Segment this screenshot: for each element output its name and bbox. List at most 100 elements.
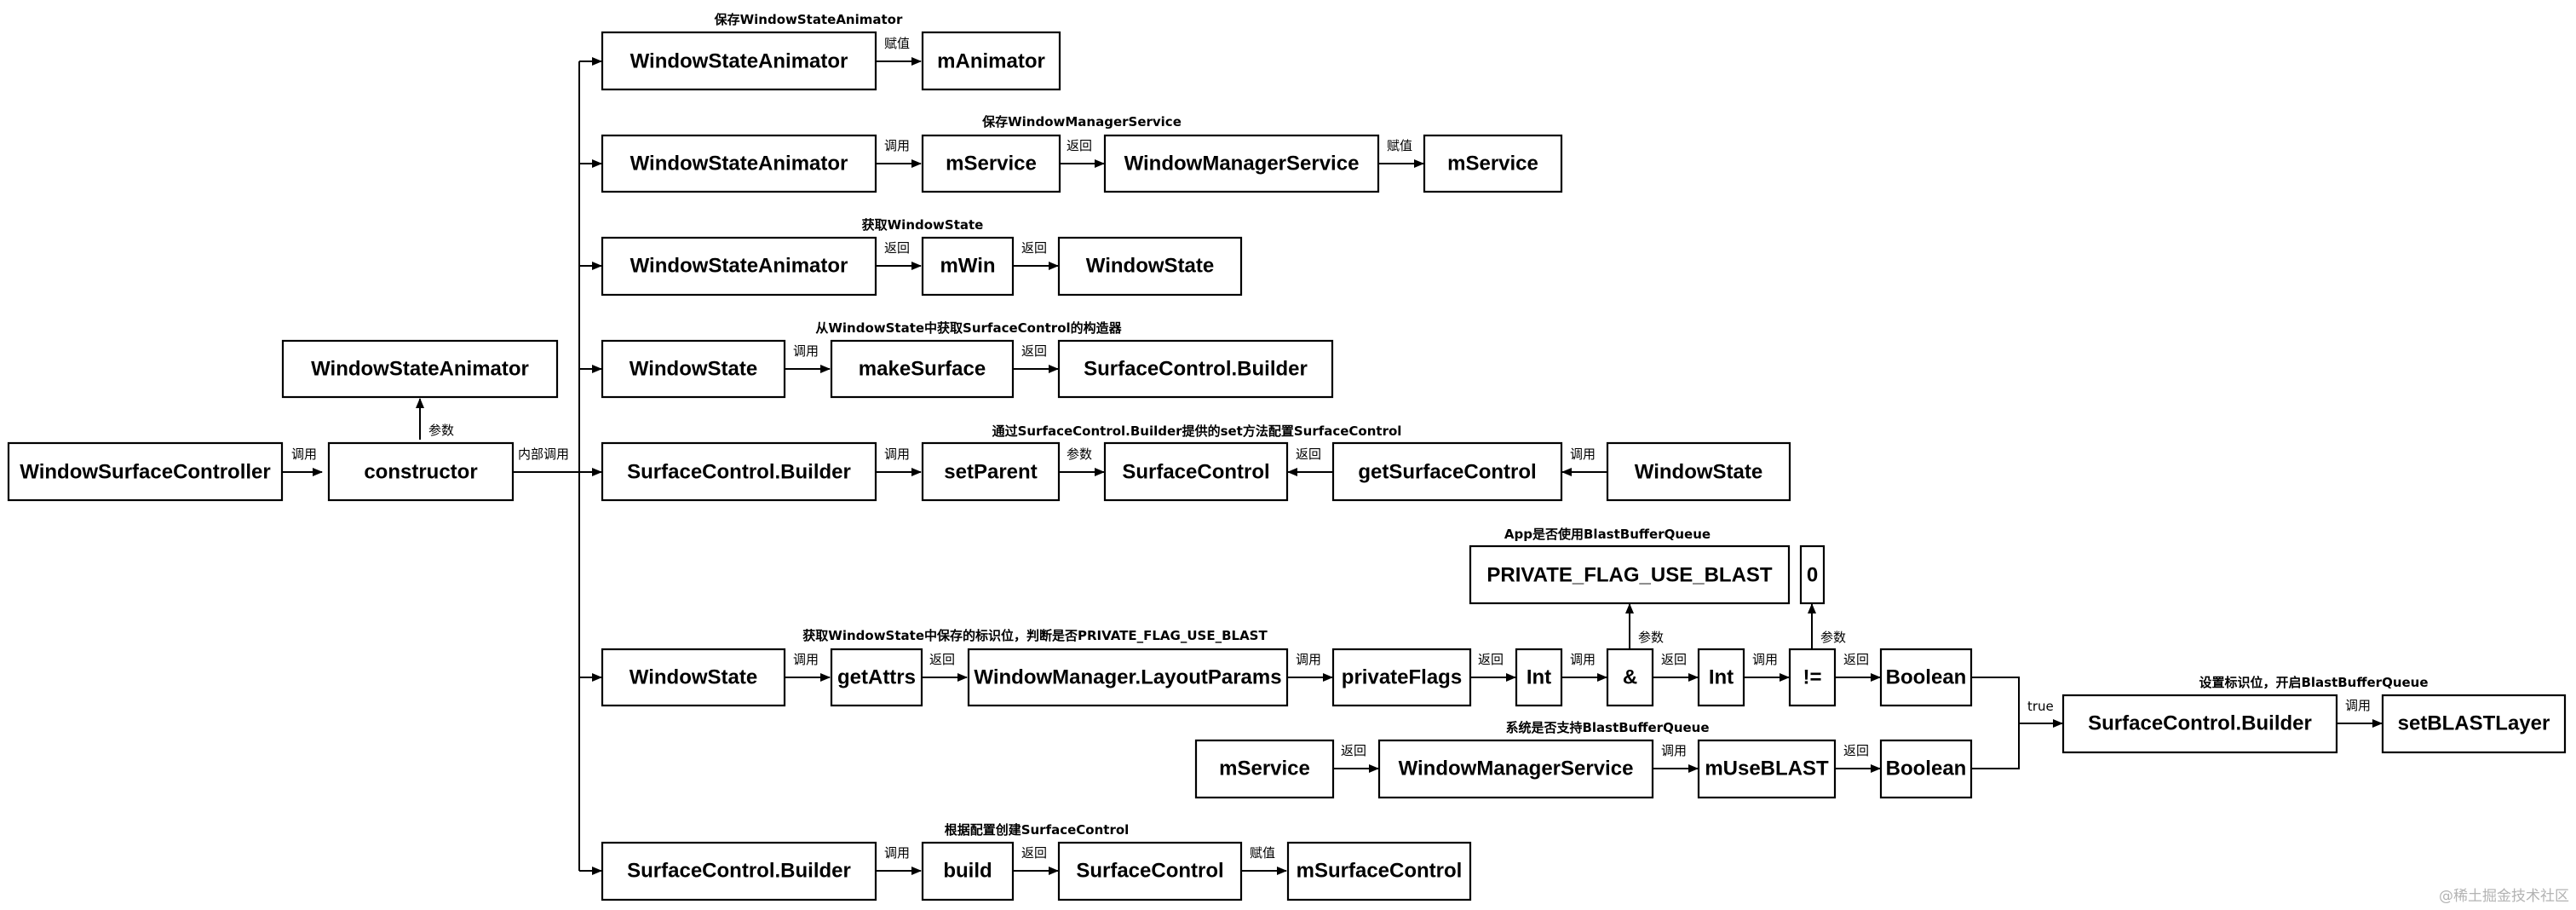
svg-text:WindowSurfaceController: WindowSurfaceController	[20, 461, 270, 484]
node-zero[interactable]: 0	[1799, 544, 1826, 605]
label-call: 调用	[793, 343, 819, 359]
svg-text:mSurfaceControl: mSurfaceControl	[1297, 860, 1463, 883]
svg-text:Boolean: Boolean	[1886, 666, 1967, 689]
caption-row-7: 系统是否支持BlastBufferQueue	[1505, 720, 1709, 735]
svg-text:PRIVATE_FLAG_USE_BLAST: PRIVATE_FLAG_USE_BLAST	[1486, 564, 1772, 587]
label-param: 参数	[1820, 630, 1846, 645]
node-r5-window-state[interactable]: WindowState	[1606, 441, 1791, 502]
node-r2-window-state-animator[interactable]: WindowStateAnimator	[601, 134, 877, 193]
label-param: 参数	[428, 423, 454, 438]
svg-text:SurfaceControl: SurfaceControl	[1122, 461, 1269, 484]
caption-blast: App是否使用BlastBufferQueue	[1504, 527, 1711, 542]
label-return: 返回	[1021, 845, 1047, 861]
svg-text:privateFlags: privateFlags	[1342, 666, 1462, 689]
svg-text:WindowState: WindowState	[630, 666, 757, 689]
edge-labels: 调用 参数 内部调用 赋值 调用 返回 赋值 返回 返回 调用 返回 调用 参数…	[291, 36, 2371, 861]
label-return: 返回	[1843, 743, 1869, 758]
node-constructor[interactable]: constructor	[327, 441, 515, 502]
label-call: 调用	[1661, 743, 1687, 758]
node-r9-surface-control-builder[interactable]: SurfaceControl.Builder	[601, 841, 877, 901]
node-r7-m-service[interactable]: mService	[1194, 739, 1335, 799]
node-r6-and-operator[interactable]: &	[1606, 648, 1654, 707]
captions: 保存WindowStateAnimator 保存WindowManagerSer…	[714, 12, 2429, 838]
node-private-flag-use-blast[interactable]: PRIVATE_FLAG_USE_BLAST	[1469, 544, 1791, 605]
node-r8-set-blast-layer[interactable]: setBLASTLayer	[2381, 694, 2567, 754]
node-r6-layout-params[interactable]: WindowManager.LayoutParams	[967, 648, 1289, 707]
svg-text:mAnimator: mAnimator	[937, 50, 1045, 73]
label-call: 调用	[291, 446, 317, 462]
node-r4-window-state[interactable]: WindowState	[601, 339, 786, 399]
svg-text:constructor: constructor	[364, 461, 477, 484]
node-r9-build[interactable]: build	[921, 841, 1015, 901]
label-return: 返回	[1296, 446, 1321, 462]
label-return: 返回	[929, 652, 955, 667]
caption-row-6: 获取WindowState中保存的标识位，判断是否PRIVATE_FLAG_US…	[802, 628, 1268, 643]
node-r7-boolean[interactable]: Boolean	[1879, 739, 1973, 799]
label-assign: 赋值	[884, 36, 910, 51]
node-window-surface-controller[interactable]: WindowSurfaceController	[7, 441, 284, 502]
node-r6-int-result[interactable]: Int	[1697, 648, 1745, 707]
caption-row-8: 设置标识位，开启BlastBufferQueue	[2199, 675, 2428, 690]
node-r2-window-manager-service[interactable]: WindowManagerService	[1103, 134, 1380, 193]
label-return: 返回	[1021, 240, 1047, 256]
label-call: 调用	[1752, 652, 1778, 667]
node-r7-window-manager-service[interactable]: WindowManagerService	[1377, 739, 1654, 799]
svg-text:SurfaceControl.Builder: SurfaceControl.Builder	[627, 461, 851, 484]
node-r6-private-flags[interactable]: privateFlags	[1331, 648, 1472, 707]
svg-text:mWin: mWin	[940, 255, 995, 278]
node-r3-window-state[interactable]: WindowState	[1057, 236, 1243, 297]
svg-text:WindowManagerService: WindowManagerService	[1124, 153, 1360, 176]
caption-row-3: 获取WindowState	[862, 217, 984, 233]
node-r6-int[interactable]: Int	[1515, 648, 1563, 707]
label-call: 调用	[884, 845, 910, 861]
label-return: 返回	[1021, 343, 1047, 359]
label-param: 参数	[1638, 630, 1664, 645]
node-r9-m-surface-control[interactable]: mSurfaceControl	[1286, 841, 1472, 901]
label-call: 调用	[884, 446, 910, 462]
node-r8-surface-control-builder[interactable]: SurfaceControl.Builder	[2061, 694, 2338, 754]
node-r6-get-attrs[interactable]: getAttrs	[830, 648, 923, 707]
node-r3-m-win[interactable]: mWin	[921, 236, 1015, 297]
node-r9-surface-control[interactable]: SurfaceControl	[1057, 841, 1243, 901]
node-r7-m-use-blast[interactable]: mUseBLAST	[1697, 739, 1837, 799]
node-r5-surface-control[interactable]: SurfaceControl	[1103, 441, 1289, 502]
svg-text:mUseBLAST: mUseBLAST	[1705, 757, 1829, 780]
node-r5-set-parent[interactable]: setParent	[921, 441, 1061, 502]
node-r6-not-equal-operator[interactable]: !=	[1788, 648, 1837, 707]
node-r2-m-service-field[interactable]: mService	[1423, 134, 1563, 193]
node-window-state-animator-param[interactable]: WindowStateAnimator	[281, 339, 559, 399]
node-r6-boolean[interactable]: Boolean	[1879, 648, 1973, 707]
node-r2-m-service[interactable]: mService	[921, 134, 1061, 193]
label-return: 返回	[1341, 743, 1366, 758]
nodes: WindowSurfaceController constructor Wind…	[7, 31, 2567, 901]
label-call: 调用	[1570, 446, 1596, 462]
node-r3-window-state-animator[interactable]: WindowStateAnimator	[601, 236, 877, 297]
svg-text:WindowManagerService: WindowManagerService	[1399, 757, 1634, 780]
node-r1-window-state-animator[interactable]: WindowStateAnimator	[601, 31, 877, 91]
label-call: 调用	[2345, 698, 2371, 713]
node-r4-make-surface[interactable]: makeSurface	[830, 339, 1015, 399]
edge-merge	[1971, 677, 2020, 769]
node-r5-get-surface-control[interactable]: getSurfaceControl	[1331, 441, 1563, 502]
svg-text:WindowState: WindowState	[1635, 461, 1762, 484]
label-call: 调用	[1296, 652, 1321, 667]
caption-row-4: 从WindowState中获取SurfaceControl的构造器	[815, 320, 1122, 336]
svg-text:WindowState: WindowState	[630, 358, 757, 381]
caption-row-2: 保存WindowManagerService	[981, 114, 1182, 130]
svg-text:!=: !=	[1803, 666, 1821, 689]
svg-text:WindowStateAnimator: WindowStateAnimator	[630, 50, 848, 73]
node-r4-surface-control-builder[interactable]: SurfaceControl.Builder	[1057, 339, 1334, 399]
svg-text:mService: mService	[1447, 153, 1538, 176]
svg-text:setBLASTLayer: setBLASTLayer	[2398, 712, 2550, 735]
node-r1-m-animator[interactable]: mAnimator	[921, 31, 1061, 91]
svg-text:WindowStateAnimator: WindowStateAnimator	[311, 358, 529, 381]
label-return: 返回	[884, 240, 910, 256]
label-assign: 赋值	[1250, 845, 1275, 861]
svg-text:WindowState: WindowState	[1086, 255, 1214, 278]
node-r5-surface-control-builder[interactable]: SurfaceControl.Builder	[601, 441, 877, 502]
caption-row-5: 通过SurfaceControl.Builder提供的set方法配置Surfac…	[992, 423, 1402, 439]
svg-text:setParent: setParent	[944, 461, 1037, 484]
node-r6-window-state[interactable]: WindowState	[601, 648, 786, 707]
label-true: true	[2027, 699, 2054, 714]
